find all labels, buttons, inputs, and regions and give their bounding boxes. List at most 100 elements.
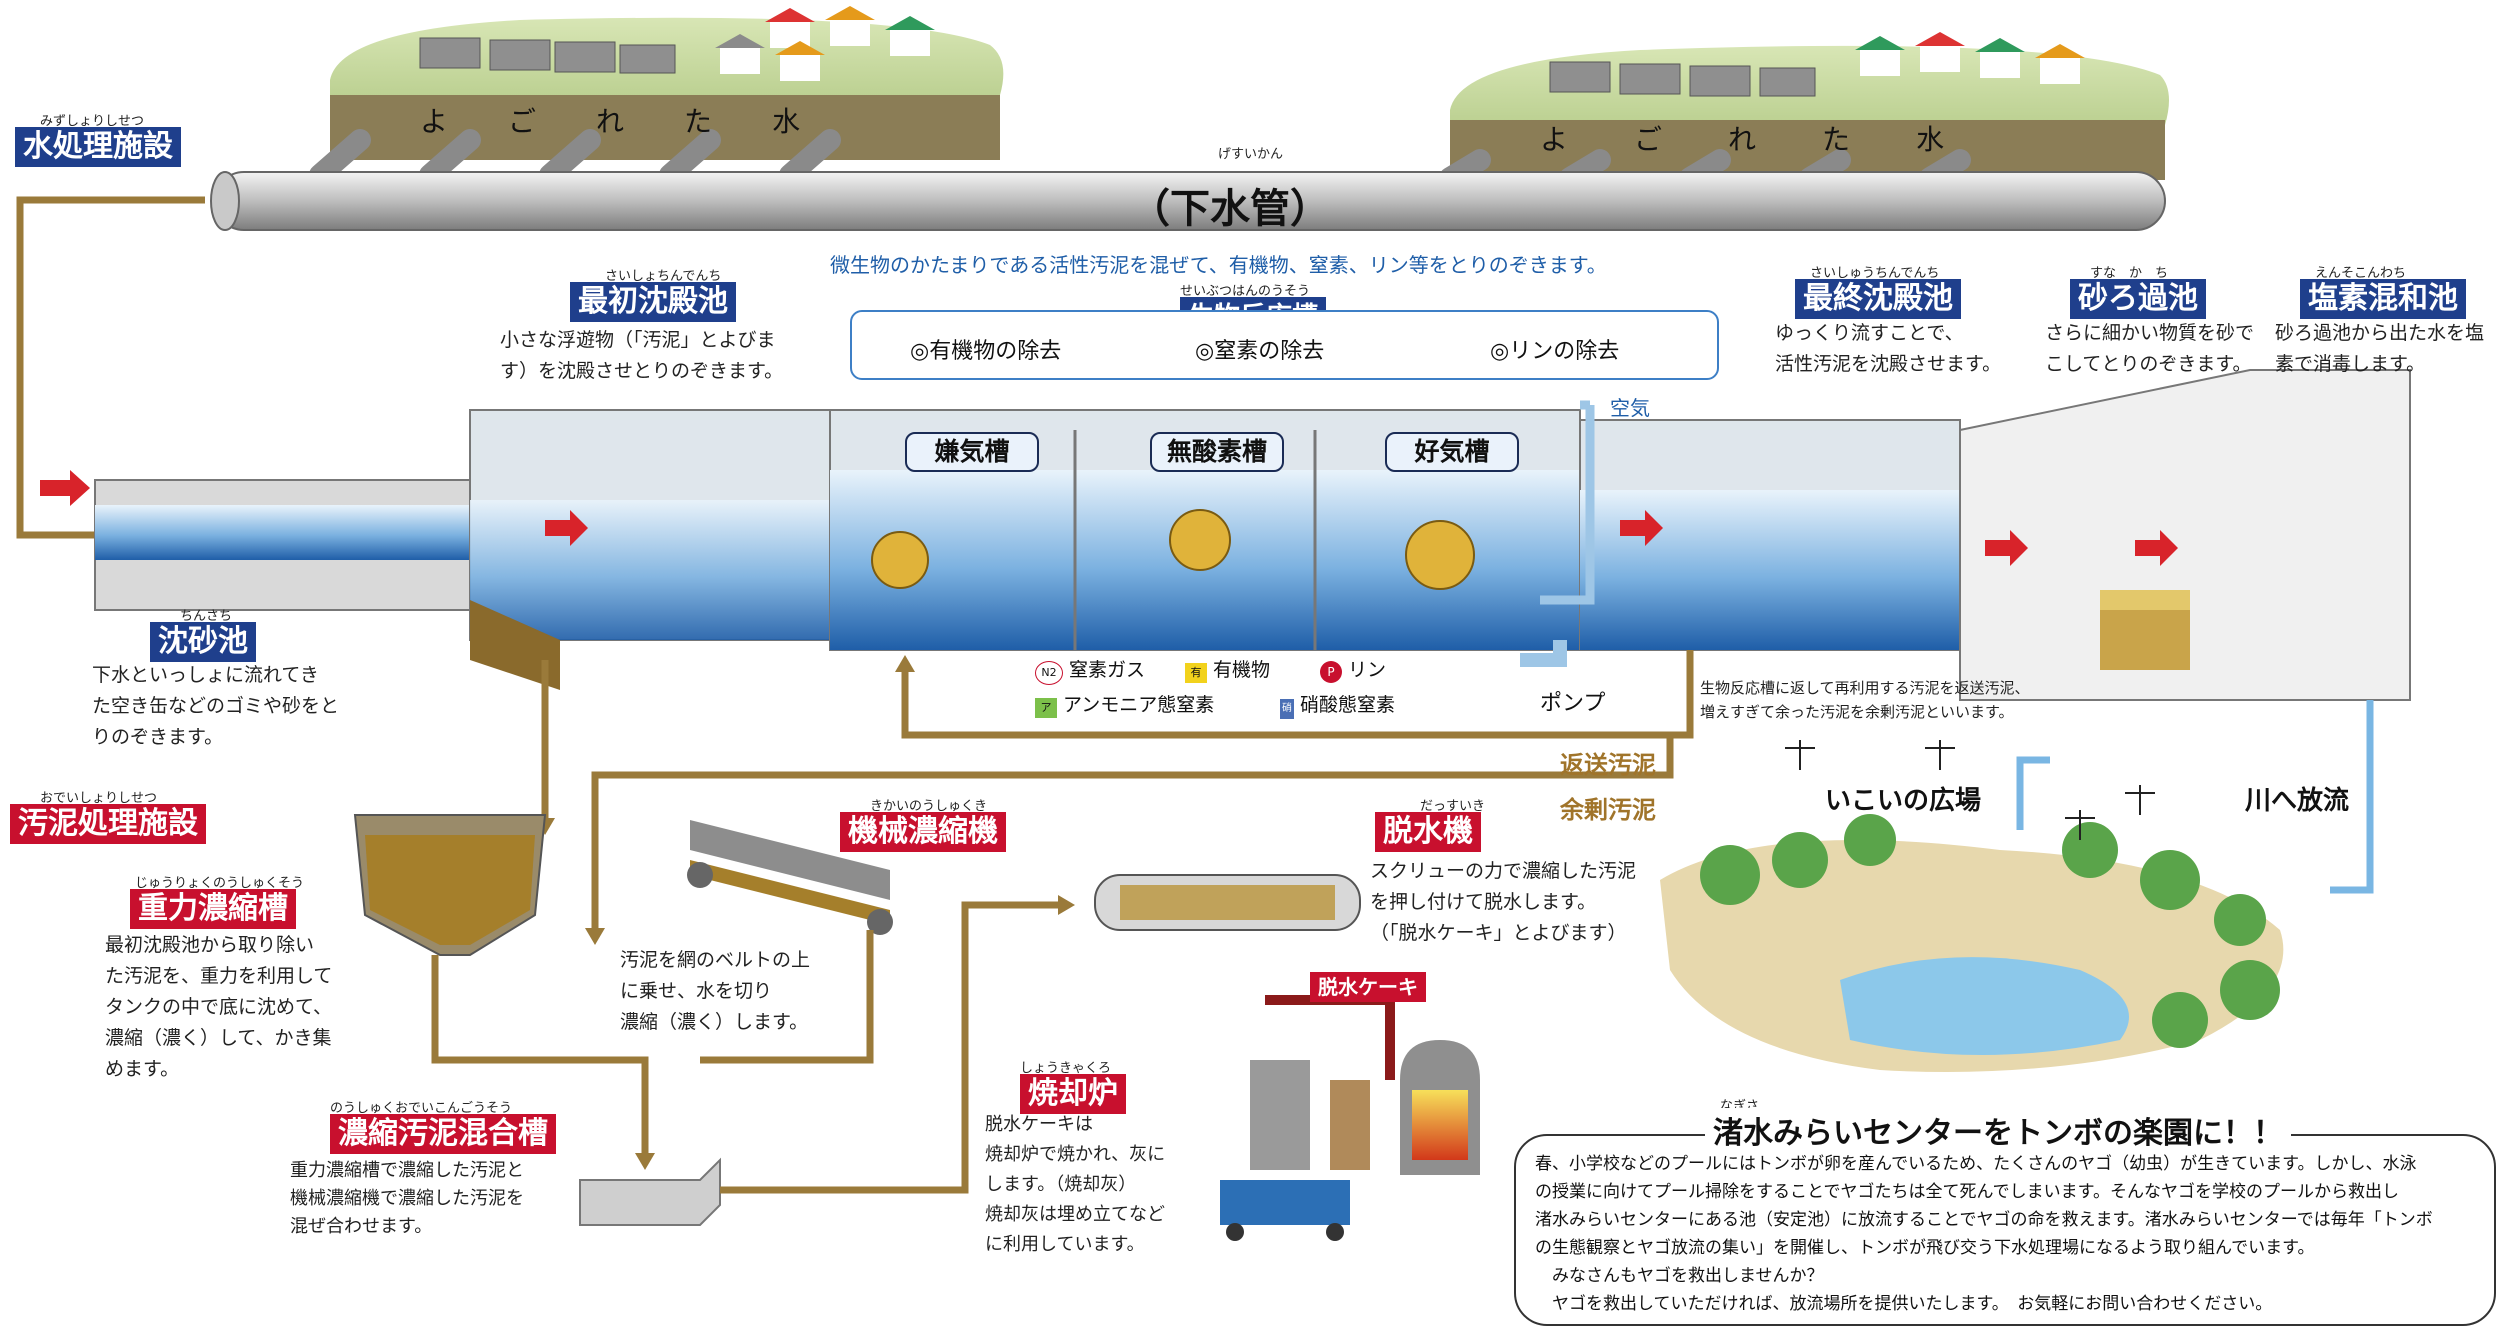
mix-desc: 重力濃縮槽で濃縮した汚泥と 機械濃縮機で濃縮した汚泥を 混ぜ合わせます。 [290, 1160, 524, 1237]
tank-aerobic: 好気槽 [1385, 432, 1519, 472]
incinerator [1220, 1040, 1480, 1241]
bioreactor-intro: 微生物のかたまりである活性汚泥を混ぜて、有機物、窒素、リン等をとりのぞきます。 [830, 253, 1607, 277]
dragonfly-icons [1785, 740, 2155, 840]
gravity-label: 重力濃縮槽 [130, 889, 296, 929]
legend-text: 窒素ガス [1069, 659, 1146, 681]
water-facility-ruby: みずしょりしせつ [40, 114, 145, 129]
incinerator-label: 焼却炉 [1020, 1074, 1126, 1114]
legend-item: N2 窒素ガス [1035, 655, 1145, 685]
screw-press [1094, 874, 1361, 931]
gravity-thickener [353, 814, 547, 956]
ammonia-icon: ア [1035, 698, 1057, 718]
dragonfly-line: ヤゴを救出していただければ、放流場所を提供いたします。 お気軽にお問い合わせくだ… [1535, 1294, 2273, 1314]
chlorine-label: 塩素混和池 [2300, 279, 2466, 319]
removal-nitrogen: ◎窒素の除去 [1195, 339, 1325, 364]
pump-pipe [1520, 640, 1567, 667]
legend-item: ア アンモニア態窒素 [1035, 690, 1214, 718]
dirty-char: ご [1634, 123, 1729, 156]
tank-anaerobic: 嫌気槽 [905, 432, 1039, 472]
nitrate-icon: 硝 [1280, 699, 1294, 719]
sewer-ruby: げすいかん [1218, 147, 1284, 162]
dewater-ruby: だっすいき [1420, 799, 1486, 814]
dirty-water-right: よごれた水 [1540, 118, 2010, 158]
park-area [1660, 814, 2284, 1072]
river-label: 川へ放流 [2245, 786, 2350, 816]
legend-text: 有機物 [1213, 659, 1271, 681]
dewater-label: 脱水機 [1375, 812, 1481, 852]
dewater-desc: スクリューの力で濃縮した汚泥 を押し付けて脱水します。 （「脱水ケーキ」とよびま… [1370, 860, 1637, 944]
plaza-label: いこいの広場 [1825, 786, 1982, 816]
grit-label: 沈砂池 [150, 622, 256, 662]
dirty-char: よ [420, 105, 509, 138]
excess-sludge-line [591, 735, 1674, 930]
sand-label: 砂ろ過池 [2070, 279, 2206, 319]
n2-icon: N2 [1035, 661, 1063, 685]
belt-thickener [687, 820, 893, 935]
sludge-facility-label: 汚泥処理施設 [10, 804, 206, 844]
town-left [330, 6, 1004, 160]
final-label: 最終沈殿池 [1795, 279, 1961, 319]
dirty-char: れ [596, 105, 685, 138]
legend-text: リン [1348, 659, 1387, 681]
dirty-char: ご [508, 105, 597, 138]
legend-text: アンモニア態窒素 [1063, 694, 1215, 716]
grit-desc: 下水といっしょに流れてき た空き缶などのゴミや砂をと りのぞきます。 [92, 664, 340, 748]
inflow-pipe [16, 196, 205, 539]
tank-anoxic: 無酸素槽 [1150, 432, 1284, 472]
legend-item: 有 有機物 [1185, 655, 1270, 683]
removal-box [850, 310, 1719, 380]
mixing-tank [579, 1157, 721, 1226]
air-pipe [1540, 405, 1595, 605]
dirty-char: た [684, 105, 773, 138]
organic-icon: 有 [1185, 663, 1207, 683]
dirty-char: た [1822, 123, 1917, 156]
dragonfly-line: 春、小学校などのプールにはトンボが卵を産んでいるため、たくさんのヤゴ（幼虫）が生… [1535, 1154, 2417, 1174]
incinerator-desc: 脱水ケーキは 焼却炉で焼かれ、灰に します。（焼却灰） 焼却灰は埋め立てなど に… [985, 1114, 1166, 1255]
final-ruby: さいしゅうちんでんち [1810, 266, 1940, 281]
dragonfly-line: 渚水みらいセンターにある池（安定池）に放流することでヤゴの命を救えます。渚水みら… [1535, 1210, 2433, 1230]
chlorine-desc: 砂ろ過池から出た水を塩 素で消毒します。 [2275, 322, 2485, 375]
dirty-water-left: よごれた水 [420, 100, 860, 140]
mech-label: 機械濃縮機 [840, 812, 1006, 852]
dirty-char: 水 [1916, 123, 2011, 156]
sand-ruby: すな か ち [2090, 266, 2169, 281]
removal-phosphorus: ◎リンの除去 [1490, 339, 1620, 364]
dragonfly-line: の生態観察とヤゴ放流の集い」を開催し、トンボが飛び交う下水処理場になるよう取り組… [1535, 1238, 2315, 1258]
mix-ruby: のうしゅくおでいこんごうそう [330, 1101, 513, 1116]
chlorine-ruby: えんそこんわち [2315, 266, 2407, 281]
pump-label: ポンプ [1540, 691, 1606, 716]
final-return-desc: 生物反応槽に返して再利用する汚泥を返送汚泥、 増えすぎて余った汚泥を余剰汚泥とい… [1700, 679, 2030, 721]
removal-organic: ◎有機物の除去 [910, 339, 1062, 364]
primary-label: 最初沈殿池 [570, 282, 736, 322]
sewer-title: （下水管） [1130, 186, 1330, 232]
bioreactor-ruby: せいぶつはんのうそう [1180, 284, 1311, 299]
excess-sludge-label: 余剰汚泥 [1560, 796, 1656, 824]
mix-label: 濃縮汚泥混合槽 [330, 1114, 556, 1154]
dirty-char: 水 [772, 105, 861, 138]
water-facility-label: 水処理施設 [15, 127, 181, 167]
grit-ruby: ちんさち [180, 609, 233, 624]
sewer-pipe [210, 171, 2166, 231]
phosphorus-icon: P [1320, 661, 1342, 683]
flow-arrows [40, 470, 2178, 566]
legend-item: P リン [1320, 655, 1386, 683]
dirty-char: れ [1728, 123, 1823, 156]
final-desc: ゆっくり流すことで、 活性汚泥を沈殿させます。 [1775, 322, 2002, 375]
sludge-facility-ruby: おでいしょりしせつ [40, 791, 158, 806]
gravity-desc: 最初沈殿池から取り除い た汚泥を、重力を利用して タンクの中で底に沈めて、 濃縮… [105, 934, 333, 1080]
dragonfly-line: の授業に向けてプール掃除をすることでヤゴたちは全て死んでしまいます。そんなヤゴを… [1535, 1182, 2399, 1202]
primary-ruby: さいしょちんでんち [605, 269, 722, 284]
air-label: 空気 [1610, 396, 1650, 420]
primary-desc: 小さな浮遊物（「汚泥」とよびま す）を沈殿させとりのぞきます。 [500, 329, 784, 382]
legend-item: 硝 硝酸態窒素 [1280, 690, 1395, 719]
dirty-char: よ [1540, 123, 1635, 156]
incinerator-ruby: しょうきゃくろ [1020, 1061, 1112, 1076]
dragonfly-title: 渚水みらいセンターをトンボの楽園に！！ [1705, 1108, 2291, 1152]
gravity-ruby: じゅうりょくのうしゅくそう [135, 876, 305, 891]
return-sludge-label: 返送汚泥 [1560, 751, 1656, 779]
cake-label: 脱水ケーキ [1310, 972, 1426, 1002]
mech-desc: 汚泥を網のベルトの上 に乗せ、水を切り 濃縮（濃く）します。 [620, 949, 811, 1033]
sand-desc: さらに細かい物質を砂で こしてとりのぞきます。 [2045, 322, 2255, 375]
legend-text: 硝酸態窒素 [1300, 694, 1396, 716]
